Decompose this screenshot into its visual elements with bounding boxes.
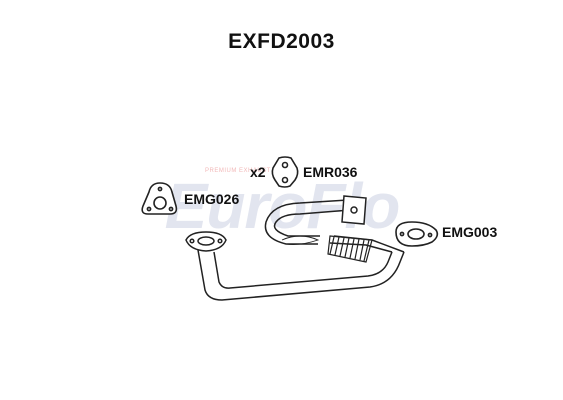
pipe-wire xyxy=(281,235,320,245)
gasket-emg026-shape xyxy=(141,182,178,215)
gasket-right-code: EMG003 xyxy=(442,224,498,240)
gasket-left-code: EMG026 xyxy=(184,191,240,207)
watermark-tagline: PREMIUM EXHAUST xyxy=(205,168,271,174)
mounting-rubber-code: EMR036 xyxy=(303,164,358,180)
gasket-emg003-shape xyxy=(395,221,439,247)
rear-flange-bracket xyxy=(341,195,367,225)
flexible-section xyxy=(327,235,373,263)
mounting-rubber-emr036-shape xyxy=(271,156,299,188)
mounting-rubber-quantity: x2 xyxy=(250,164,266,180)
part-number-title: EXFD2003 xyxy=(228,30,335,53)
front-pipe-flange xyxy=(185,231,227,252)
exhaust-pipe xyxy=(197,199,405,301)
